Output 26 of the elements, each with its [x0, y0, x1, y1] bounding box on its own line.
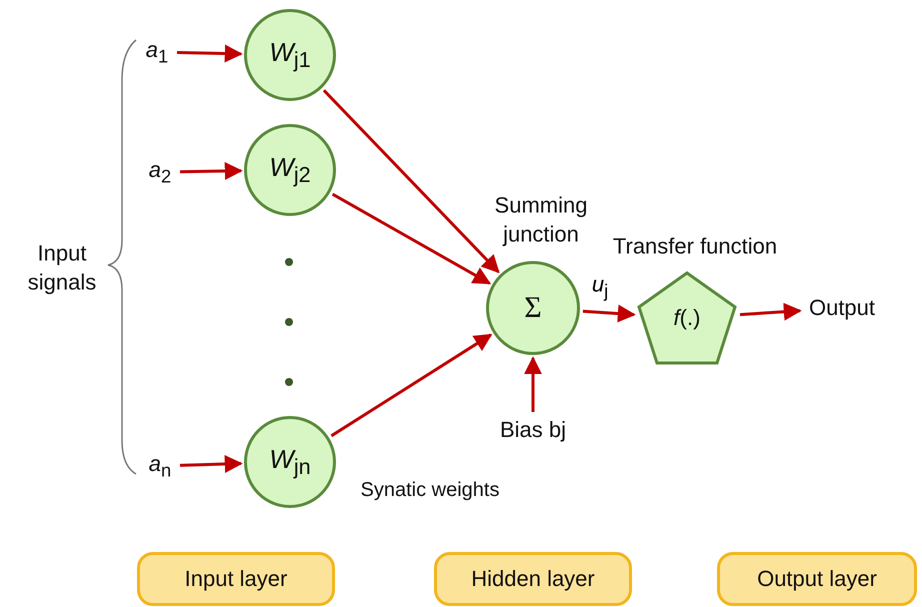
signal-label: a$_{2}$ [143, 156, 177, 188]
caption-text: Transfer function [612, 232, 778, 261]
weight-circle: W$_{j2}$ [244, 124, 336, 216]
signal-label: a$_{1}$ [140, 36, 174, 68]
weight-circle: W$_{jn}$ [244, 416, 336, 508]
arrow [322, 89, 500, 274]
summing-circle: Σ [486, 261, 580, 355]
group-label: Input signals [26, 239, 98, 296]
layer-badge: Input layer [137, 552, 335, 606]
weight-circle: W$_{j1}$ [244, 9, 336, 101]
caption-text: Summing junction [494, 191, 588, 248]
bias-label: Bias bj [491, 415, 575, 445]
arrow [180, 455, 243, 473]
arrow [180, 162, 243, 180]
arrow [330, 334, 492, 438]
layer-badge: Output layer [717, 552, 917, 606]
layer-badge: Hidden layer [434, 552, 632, 606]
signal-label: a$_{n}$ [143, 450, 177, 482]
arrow [332, 192, 492, 285]
arrow [582, 304, 636, 322]
arrow [524, 356, 542, 412]
transfer-pentagon: f(.) [637, 271, 737, 365]
caption-text: Synatic weights [360, 478, 500, 503]
output-label: Output [803, 293, 881, 323]
arrow [740, 302, 802, 321]
arrow [176, 44, 243, 63]
